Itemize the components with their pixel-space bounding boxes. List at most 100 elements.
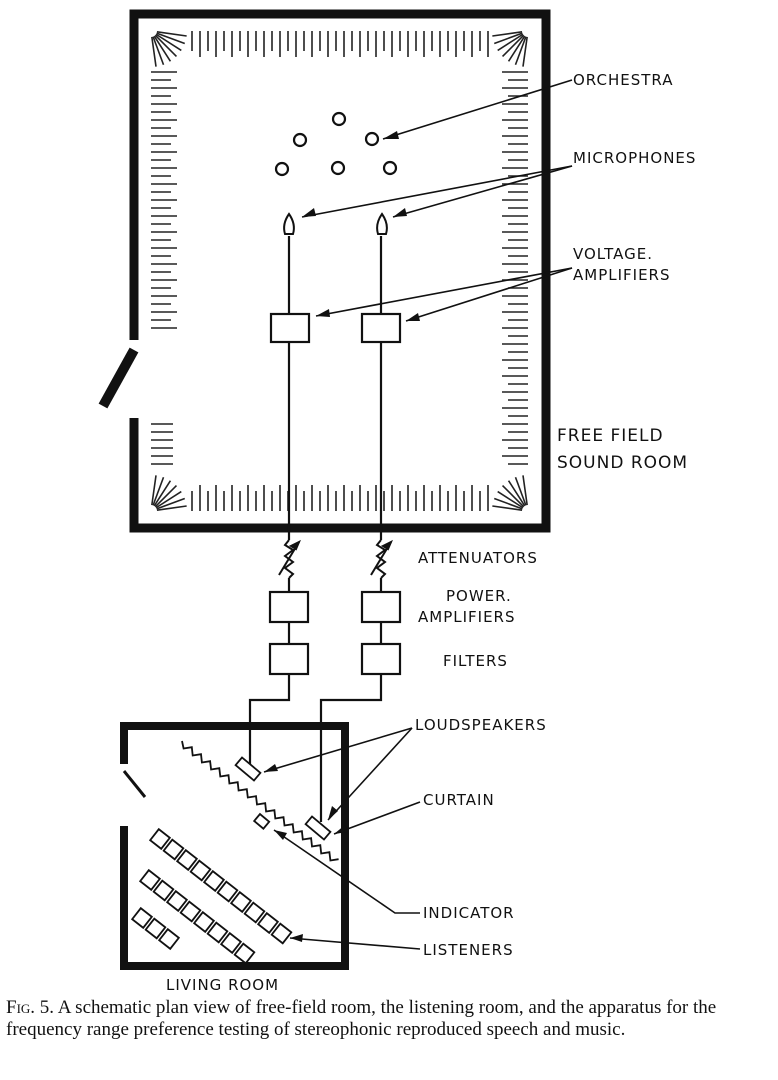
orchestra-player [330,160,346,176]
filter-left [268,642,310,676]
free-field-room-wall [129,9,551,533]
orchestra-player [274,161,290,177]
absorber-wedge [154,34,178,58]
leader-lines [263,79,573,950]
loudspeaker-right [304,815,332,841]
listener-seat [152,879,175,902]
voltage-amplifier-left [269,312,311,344]
listener-seat [202,869,226,893]
free-field-room-door [98,347,139,409]
filter-right [360,642,402,676]
listener-seat [243,901,266,924]
label-free-field-1: FREE FIELD [557,426,664,446]
listener-seat [162,838,185,861]
absorber-wedge [522,475,528,506]
absorber-wedge [151,475,157,506]
absorber-wedge [156,505,187,511]
indicator-light [252,812,271,830]
absorber-wedge [156,32,186,45]
absorber-wedge [153,35,172,62]
listener-seat [157,927,181,951]
power-amplifier-left [268,590,310,624]
listener-seats [130,827,293,965]
sound-absorbing-wedges [151,31,528,511]
attenuators [278,539,393,579]
label-listeners: LISTENERS [423,941,514,959]
listener-seat [148,827,172,851]
voltage-amplifier-right [360,312,402,344]
microphone-left [283,212,295,235]
signal-wires [248,236,383,822]
absorber-wedge [501,34,525,58]
absorber-wedge [493,32,523,45]
listener-seat [179,900,202,923]
listener-seat [216,880,239,903]
living-room-wall [120,722,349,970]
listener-seat [270,922,293,945]
living-room-door [122,770,147,798]
absorber-wedge [156,31,187,37]
label-loudspeakers: LOUDSPEAKERS [415,716,547,734]
listener-seat [192,910,216,934]
microphones [283,212,388,235]
listener-seat [219,931,243,955]
caption-text: A schematic plan view of free-field room… [6,997,717,1040]
orchestra-player [292,132,308,148]
label-filters: FILTERS [443,652,508,670]
absorber-wedge [155,490,182,509]
absorber-wedge [151,36,157,67]
absorber-wedge [493,497,523,510]
absorber-wedge [152,476,165,506]
absorber-wedge [155,33,182,52]
listener-seat [138,868,162,892]
listener-seat [233,942,256,965]
microphone-right [376,212,388,235]
label-power-amplifiers-1: POWER. [446,587,512,605]
absorber-wedge [514,476,527,506]
absorber-wedge [492,505,523,511]
label-curtain: CURTAIN [423,791,495,809]
figure-number: Fig. 5. [6,997,55,1018]
curtain [181,740,339,862]
living-room [120,722,349,970]
schematic-diagram: ORCHESTRA MICROPHONES VOLTAGE. AMPLIFIER… [98,9,696,994]
listener-seat [256,911,280,935]
label-indicator: INDICATOR [423,904,515,922]
label-attenuators: ATTENUATORS [418,549,538,567]
absorber-wedge [152,36,165,66]
absorber-wedge [501,484,525,508]
absorber-wedge [156,497,186,510]
listener-seat [144,917,167,940]
absorber-wedge [507,480,526,507]
free-field-room [98,9,551,533]
absorber-wedge [497,33,524,52]
absorber-wedge [153,480,172,507]
absorber-wedge [492,31,523,37]
label-voltage-amplifiers-1: VOLTAGE. [573,245,653,263]
orchestra-player [382,160,398,176]
loudspeaker-left [234,756,262,782]
orchestra-player [331,111,347,127]
absorber-wedge [507,35,526,62]
label-voltage-amplifiers-2: AMPLIFIERS [573,266,671,284]
power-amplifier-right [360,590,402,624]
absorber-wedge [522,36,528,67]
orchestra-player [364,131,380,147]
listener-seat [229,890,253,914]
orchestra-players [274,111,398,177]
absorber-wedge [154,484,178,508]
listener-seat [130,906,154,930]
listener-seat [175,848,199,872]
arrowheads [264,131,420,942]
label-microphones: MICROPHONES [573,149,696,167]
figure-caption: Fig. 5. A schematic plan view of free-fi… [6,997,772,1041]
absorber-wedge [497,490,524,509]
listener-seat [165,889,189,913]
listener-seat [189,859,212,882]
label-free-field-2: SOUND ROOM [557,453,688,473]
label-orchestra: ORCHESTRA [573,71,673,89]
label-power-amplifiers-2: AMPLIFIERS [418,608,516,626]
label-living-room: LIVING ROOM [166,976,279,994]
absorber-wedge [514,36,527,66]
listener-seat [206,921,229,944]
